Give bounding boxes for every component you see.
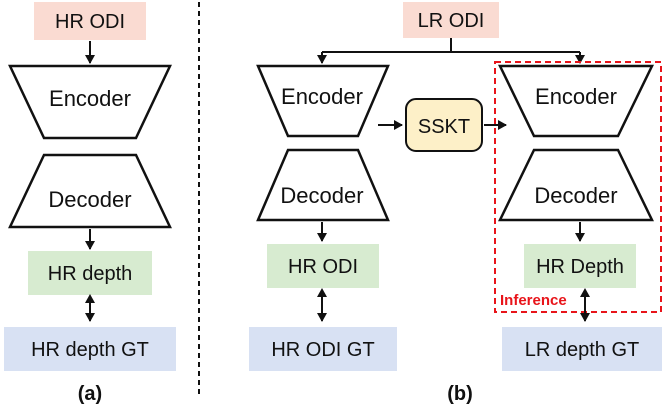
a-gt-label: HR depth GT: [31, 339, 149, 361]
b-right-decoder-shape: [498, 148, 654, 222]
b-right-encoder-shape: [498, 64, 654, 138]
b-input-label: LR ODI: [418, 10, 485, 32]
a-decoder-label: Decoder: [48, 187, 131, 212]
b-left-gt-label: HR ODI GT: [271, 339, 374, 361]
a-input-box: [34, 2, 146, 40]
a-caption: (a): [78, 383, 102, 405]
b-inference-region: [494, 61, 662, 313]
b-left-gt-box: [249, 327, 397, 371]
b-left-decoder-label: Decoder: [280, 183, 363, 208]
b-caption: (b): [447, 383, 473, 405]
b-right-gt-box: [502, 327, 662, 371]
b-right-output-label: HR Depth: [536, 256, 624, 278]
panel-a: HR ODI Encoder Decoder HR depth HR depth…: [4, 2, 176, 405]
b-right-gt-label: LR depth GT: [525, 339, 640, 361]
b-input-box: [403, 2, 499, 38]
a-gt-box: [4, 327, 176, 371]
a-output-label: HR depth: [48, 263, 133, 285]
b-sskt-label: SSKT: [418, 116, 470, 138]
b-left-encoder-shape: [256, 64, 390, 138]
b-inference-label: Inference: [500, 292, 567, 309]
a-decoder-shape: [8, 153, 172, 229]
b-left-decoder-shape: [256, 148, 390, 222]
a-encoder-label: Encoder: [49, 86, 131, 111]
b-right-decoder-label: Decoder: [534, 183, 617, 208]
a-encoder-shape: [8, 64, 172, 140]
b-left-encoder-label: Encoder: [281, 84, 363, 109]
b-sskt-box: [405, 98, 483, 152]
b-left-output-box: [267, 244, 379, 288]
b-right-encoder-label: Encoder: [535, 84, 617, 109]
a-input-label: HR ODI: [55, 11, 125, 33]
a-output-box: [28, 251, 152, 295]
b-right-output-box: [524, 244, 636, 288]
b-left-output-label: HR ODI: [288, 256, 358, 278]
panel-b: LR ODI Encoder Decoder HR ODI HR ODI GT …: [249, 2, 662, 405]
